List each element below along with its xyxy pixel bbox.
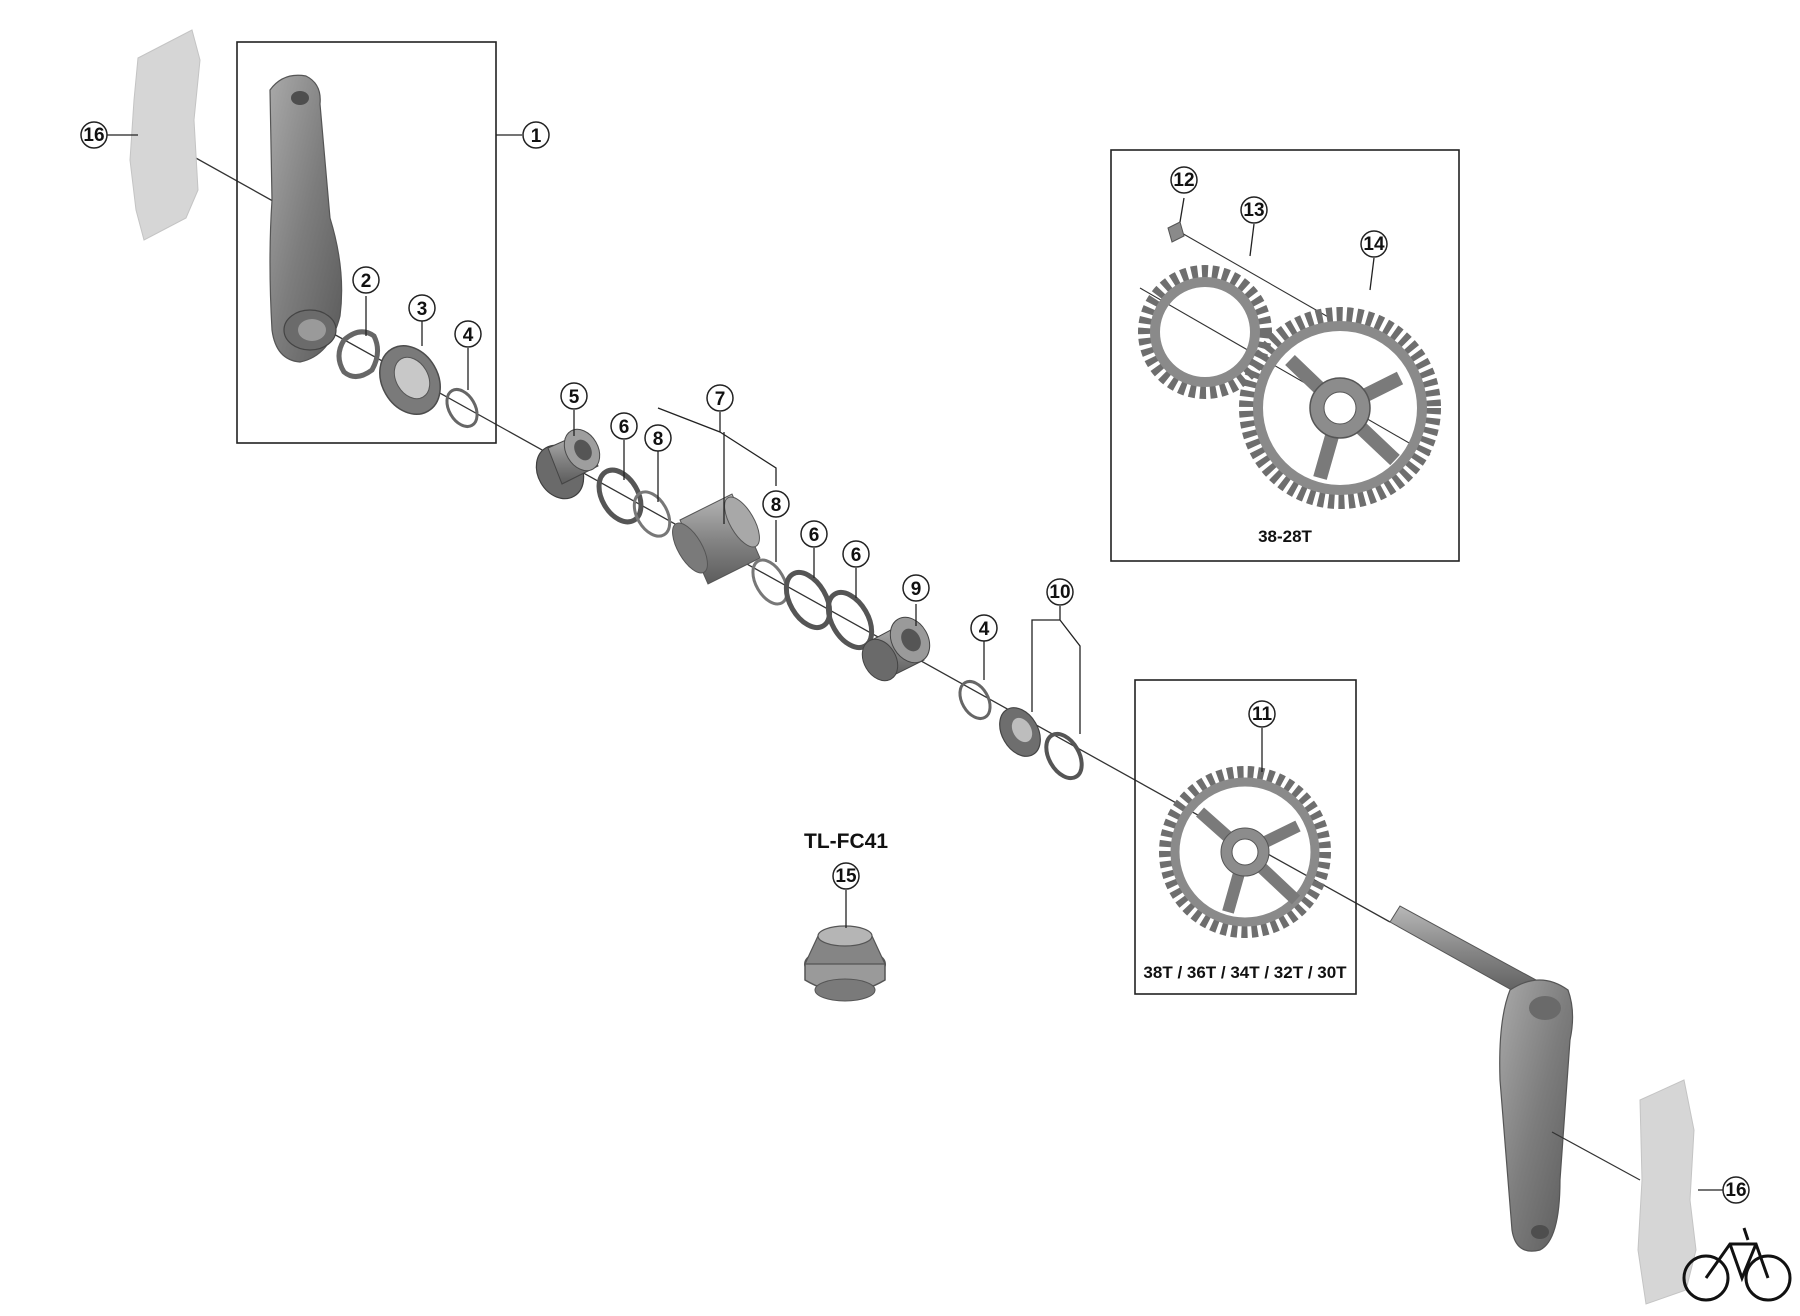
callout-1: 1 bbox=[522, 121, 550, 149]
callout-14: 14 bbox=[1360, 230, 1388, 258]
callout-15: 15 bbox=[832, 862, 860, 890]
single-chainring-box bbox=[1134, 679, 1357, 995]
svg-text:12: 12 bbox=[1173, 170, 1194, 191]
part-13-small-chainring bbox=[1138, 265, 1272, 399]
svg-text:4: 4 bbox=[979, 619, 990, 640]
svg-text:6: 6 bbox=[851, 545, 862, 566]
part-7-inner-cover bbox=[672, 493, 761, 585]
callout-6-a: 6 bbox=[610, 412, 638, 440]
part-4-ring-lower bbox=[958, 680, 992, 720]
axis-line bbox=[159, 137, 1391, 923]
single-chainring-caption: 38T / 36T / 34T / 32T / 30T bbox=[1143, 963, 1347, 982]
svg-text:4: 4 bbox=[463, 325, 474, 346]
part-2-wave-washer bbox=[336, 329, 380, 379]
callout-5: 5 bbox=[560, 382, 588, 410]
part-5-bb-cup-left bbox=[535, 428, 601, 500]
part-8-spacer-b bbox=[751, 558, 789, 606]
left-crank-guard bbox=[129, 29, 201, 241]
part-4-ring-upper bbox=[445, 388, 479, 428]
part-10-spacer bbox=[1044, 731, 1084, 781]
svg-text:7: 7 bbox=[715, 389, 726, 410]
part-15-tool bbox=[804, 925, 886, 1002]
left-crank-arm bbox=[269, 74, 343, 363]
svg-text:6: 6 bbox=[809, 525, 820, 546]
svg-text:9: 9 bbox=[911, 579, 922, 600]
tool-caption: TL-FC41 bbox=[804, 830, 888, 853]
svg-text:16: 16 bbox=[1725, 1180, 1746, 1201]
callout-11: 11 bbox=[1248, 700, 1276, 728]
svg-text:11: 11 bbox=[1252, 704, 1273, 725]
right-guard-axis bbox=[1551, 1131, 1641, 1181]
callout-13: 13 bbox=[1240, 196, 1268, 224]
callout-12: 12 bbox=[1170, 166, 1198, 194]
callout-6-c: 6 bbox=[842, 540, 870, 568]
callout-10: 10 bbox=[1046, 578, 1074, 606]
bicycle-icon bbox=[1682, 1227, 1792, 1302]
svg-text:6: 6 bbox=[619, 417, 630, 438]
right-crank-guard bbox=[1637, 1079, 1697, 1305]
callout-8-b: 8 bbox=[762, 490, 790, 518]
callout-6-b: 6 bbox=[800, 520, 828, 548]
callout-4-lower: 4 bbox=[970, 614, 998, 642]
callout-9: 9 bbox=[902, 574, 930, 602]
right-crank-arm bbox=[1389, 905, 1574, 1252]
part-6-seal-ring-b bbox=[783, 570, 833, 630]
svg-text:5: 5 bbox=[569, 387, 580, 408]
part-6-seal-ring-a bbox=[596, 467, 644, 525]
callout-16-left: 16 bbox=[80, 121, 108, 149]
svg-text:15: 15 bbox=[835, 866, 857, 887]
double-chainring-box bbox=[1110, 149, 1460, 562]
double-chainring-axis bbox=[1139, 231, 1431, 456]
svg-text:3: 3 bbox=[417, 299, 428, 320]
svg-text:10: 10 bbox=[1049, 582, 1070, 603]
svg-text:14: 14 bbox=[1363, 234, 1385, 255]
part-10-lockring bbox=[999, 707, 1041, 757]
callout-16-right: 16 bbox=[1722, 1176, 1750, 1204]
left-crank-box bbox=[236, 41, 497, 444]
leader-lines bbox=[106, 134, 1738, 1191]
svg-text:8: 8 bbox=[653, 429, 664, 450]
svg-text:13: 13 bbox=[1243, 200, 1264, 221]
double-chainring-caption: 38-28T bbox=[1258, 527, 1312, 546]
callout-4-upper: 4 bbox=[454, 320, 482, 348]
callout-8-a: 8 bbox=[644, 424, 672, 452]
callout-2: 2 bbox=[352, 266, 380, 294]
svg-text:1: 1 bbox=[531, 126, 542, 147]
part-14-large-chainring bbox=[1239, 307, 1441, 509]
part-3-adjuster bbox=[379, 345, 441, 415]
part-12-chainring-bolt bbox=[1167, 221, 1185, 243]
part-11-single-chainring bbox=[1159, 766, 1331, 938]
part-8-spacer-a bbox=[632, 490, 672, 538]
svg-text:8: 8 bbox=[771, 495, 782, 516]
callout-7: 7 bbox=[706, 384, 734, 412]
svg-text:2: 2 bbox=[361, 271, 372, 292]
callout-3: 3 bbox=[408, 294, 436, 322]
part-9-bb-cup-right bbox=[861, 616, 931, 682]
svg-text:16: 16 bbox=[83, 125, 104, 146]
